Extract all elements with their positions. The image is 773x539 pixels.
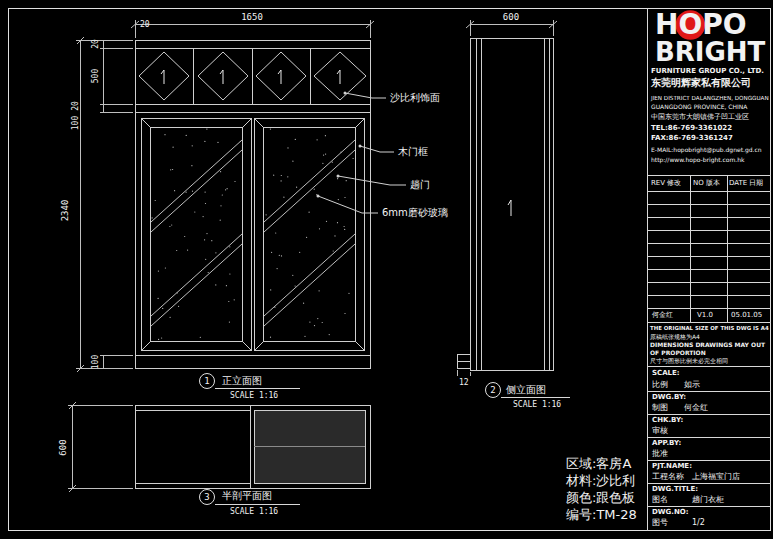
view-number-circle: 3 <box>199 489 215 505</box>
sheet-note: THE ORIGINAL SIZE OF THIS DWG IS A4 <box>650 326 769 331</box>
dimension: 20 <box>92 39 100 49</box>
dimension: 600 <box>503 13 519 22</box>
dimension: 2340 <box>62 199 71 221</box>
company-logo: HOPO <box>655 11 747 39</box>
view-number: 2 <box>490 386 495 395</box>
view-scale: SCALE 1:16 <box>513 401 561 409</box>
field-label: 比例 <box>652 381 668 389</box>
field-label: DWG.TITLE: <box>652 486 698 493</box>
field-label: PJT.NAME: <box>652 463 692 470</box>
table-cell: V1.0 <box>697 312 713 319</box>
field-value: 何金红 <box>684 404 708 412</box>
table-cell: 何金红 <box>652 312 673 319</box>
company-logo: BRIGHT <box>655 39 765 65</box>
contact-line: http://www.hopo-bright.com.hk <box>651 157 745 163</box>
view-title: 正立面图 <box>222 376 262 386</box>
contact-line: FAX:86-769-3361247 <box>651 135 733 142</box>
field-label: 批准 <box>652 450 668 458</box>
material-note: 颜色:跟色板 <box>566 491 635 504</box>
sheet-note: 尺寸与图形比例未必完全相同 <box>650 358 728 364</box>
dimension: 12 <box>459 379 469 387</box>
company-name: FURNITURE GROUP CO., LTD. <box>651 68 764 75</box>
table-header: DATE 日期 <box>729 180 763 187</box>
dimension: 100 <box>92 355 100 369</box>
table-header: REV 修改 <box>651 180 681 187</box>
sheet-note: OF PROPORTION <box>650 350 706 356</box>
field-label: DWG.NO: <box>652 509 689 516</box>
address-line: JIEN DISTRICT DALANGZHEN, DONGGUAN <box>651 96 769 102</box>
view-number-circle: 2 <box>485 382 501 398</box>
callout-label: 趟门 <box>410 180 430 190</box>
callout-label: 6mm磨砂玻璃 <box>382 208 448 218</box>
field-value: 1/2 <box>692 519 705 527</box>
dimension: 20 <box>72 101 80 111</box>
field-label: 工程名称 <box>652 473 684 481</box>
field-label: 审核 <box>652 427 668 435</box>
view-title: 半剖平面图 <box>222 491 272 501</box>
material-note: 区域:客房A <box>566 457 631 470</box>
material-note: 编号:TM-28 <box>566 508 637 521</box>
view-number: 3 <box>204 493 209 502</box>
view-number-circle: 1 <box>199 373 215 389</box>
contact-line: E-MAIL:hopobright@pub.dgnet.gd.cn <box>651 147 762 153</box>
contact-line: TEL:86-769-3361022 <box>651 125 732 132</box>
field-label: DWG.BY: <box>652 394 686 401</box>
sheet-note: DIMENSIONS DRAWINGS MAY OUT <box>650 342 765 348</box>
field-label: APP.BY: <box>652 440 681 447</box>
field-value: 上海福宝门店 <box>692 473 740 481</box>
table-header: NO 版本 <box>693 180 720 187</box>
view-scale: SCALE 1:16 <box>230 392 278 400</box>
view-number: 1 <box>204 377 209 386</box>
company-name: 东莞明辉家私有限公司 <box>651 78 751 88</box>
dimension: 100 <box>72 116 80 130</box>
dimension: 1650 <box>241 13 263 22</box>
field-label: SCALE: <box>652 370 680 377</box>
view-title: 侧立面图 <box>506 385 546 395</box>
field-value: 如示 <box>684 381 700 389</box>
sheet-note: 原稿纸张规格为A4 <box>650 334 700 340</box>
dimension: 20 <box>140 21 150 29</box>
field-value: 趟门衣柜 <box>692 496 724 504</box>
field-label: 图名 <box>652 496 668 504</box>
dimension: 600 <box>58 439 67 455</box>
table-cell: 05.01.05 <box>731 312 762 319</box>
field-label: 图号 <box>652 519 668 527</box>
field-label: 制图 <box>652 404 668 412</box>
callout-label: 木门框 <box>398 147 428 157</box>
address-line: 中国东莞市大朗镇佛子凹工业区 <box>651 114 749 121</box>
address-line: GUANGDONG PROVINCE, CHINA <box>651 104 747 110</box>
field-label: CHK.BY: <box>652 417 683 424</box>
callout-label: 沙比利饰面 <box>390 93 440 103</box>
material-note: 材料:沙比利 <box>566 474 635 487</box>
dimension: 500 <box>92 69 100 83</box>
view-scale: SCALE 1:16 <box>230 508 278 516</box>
